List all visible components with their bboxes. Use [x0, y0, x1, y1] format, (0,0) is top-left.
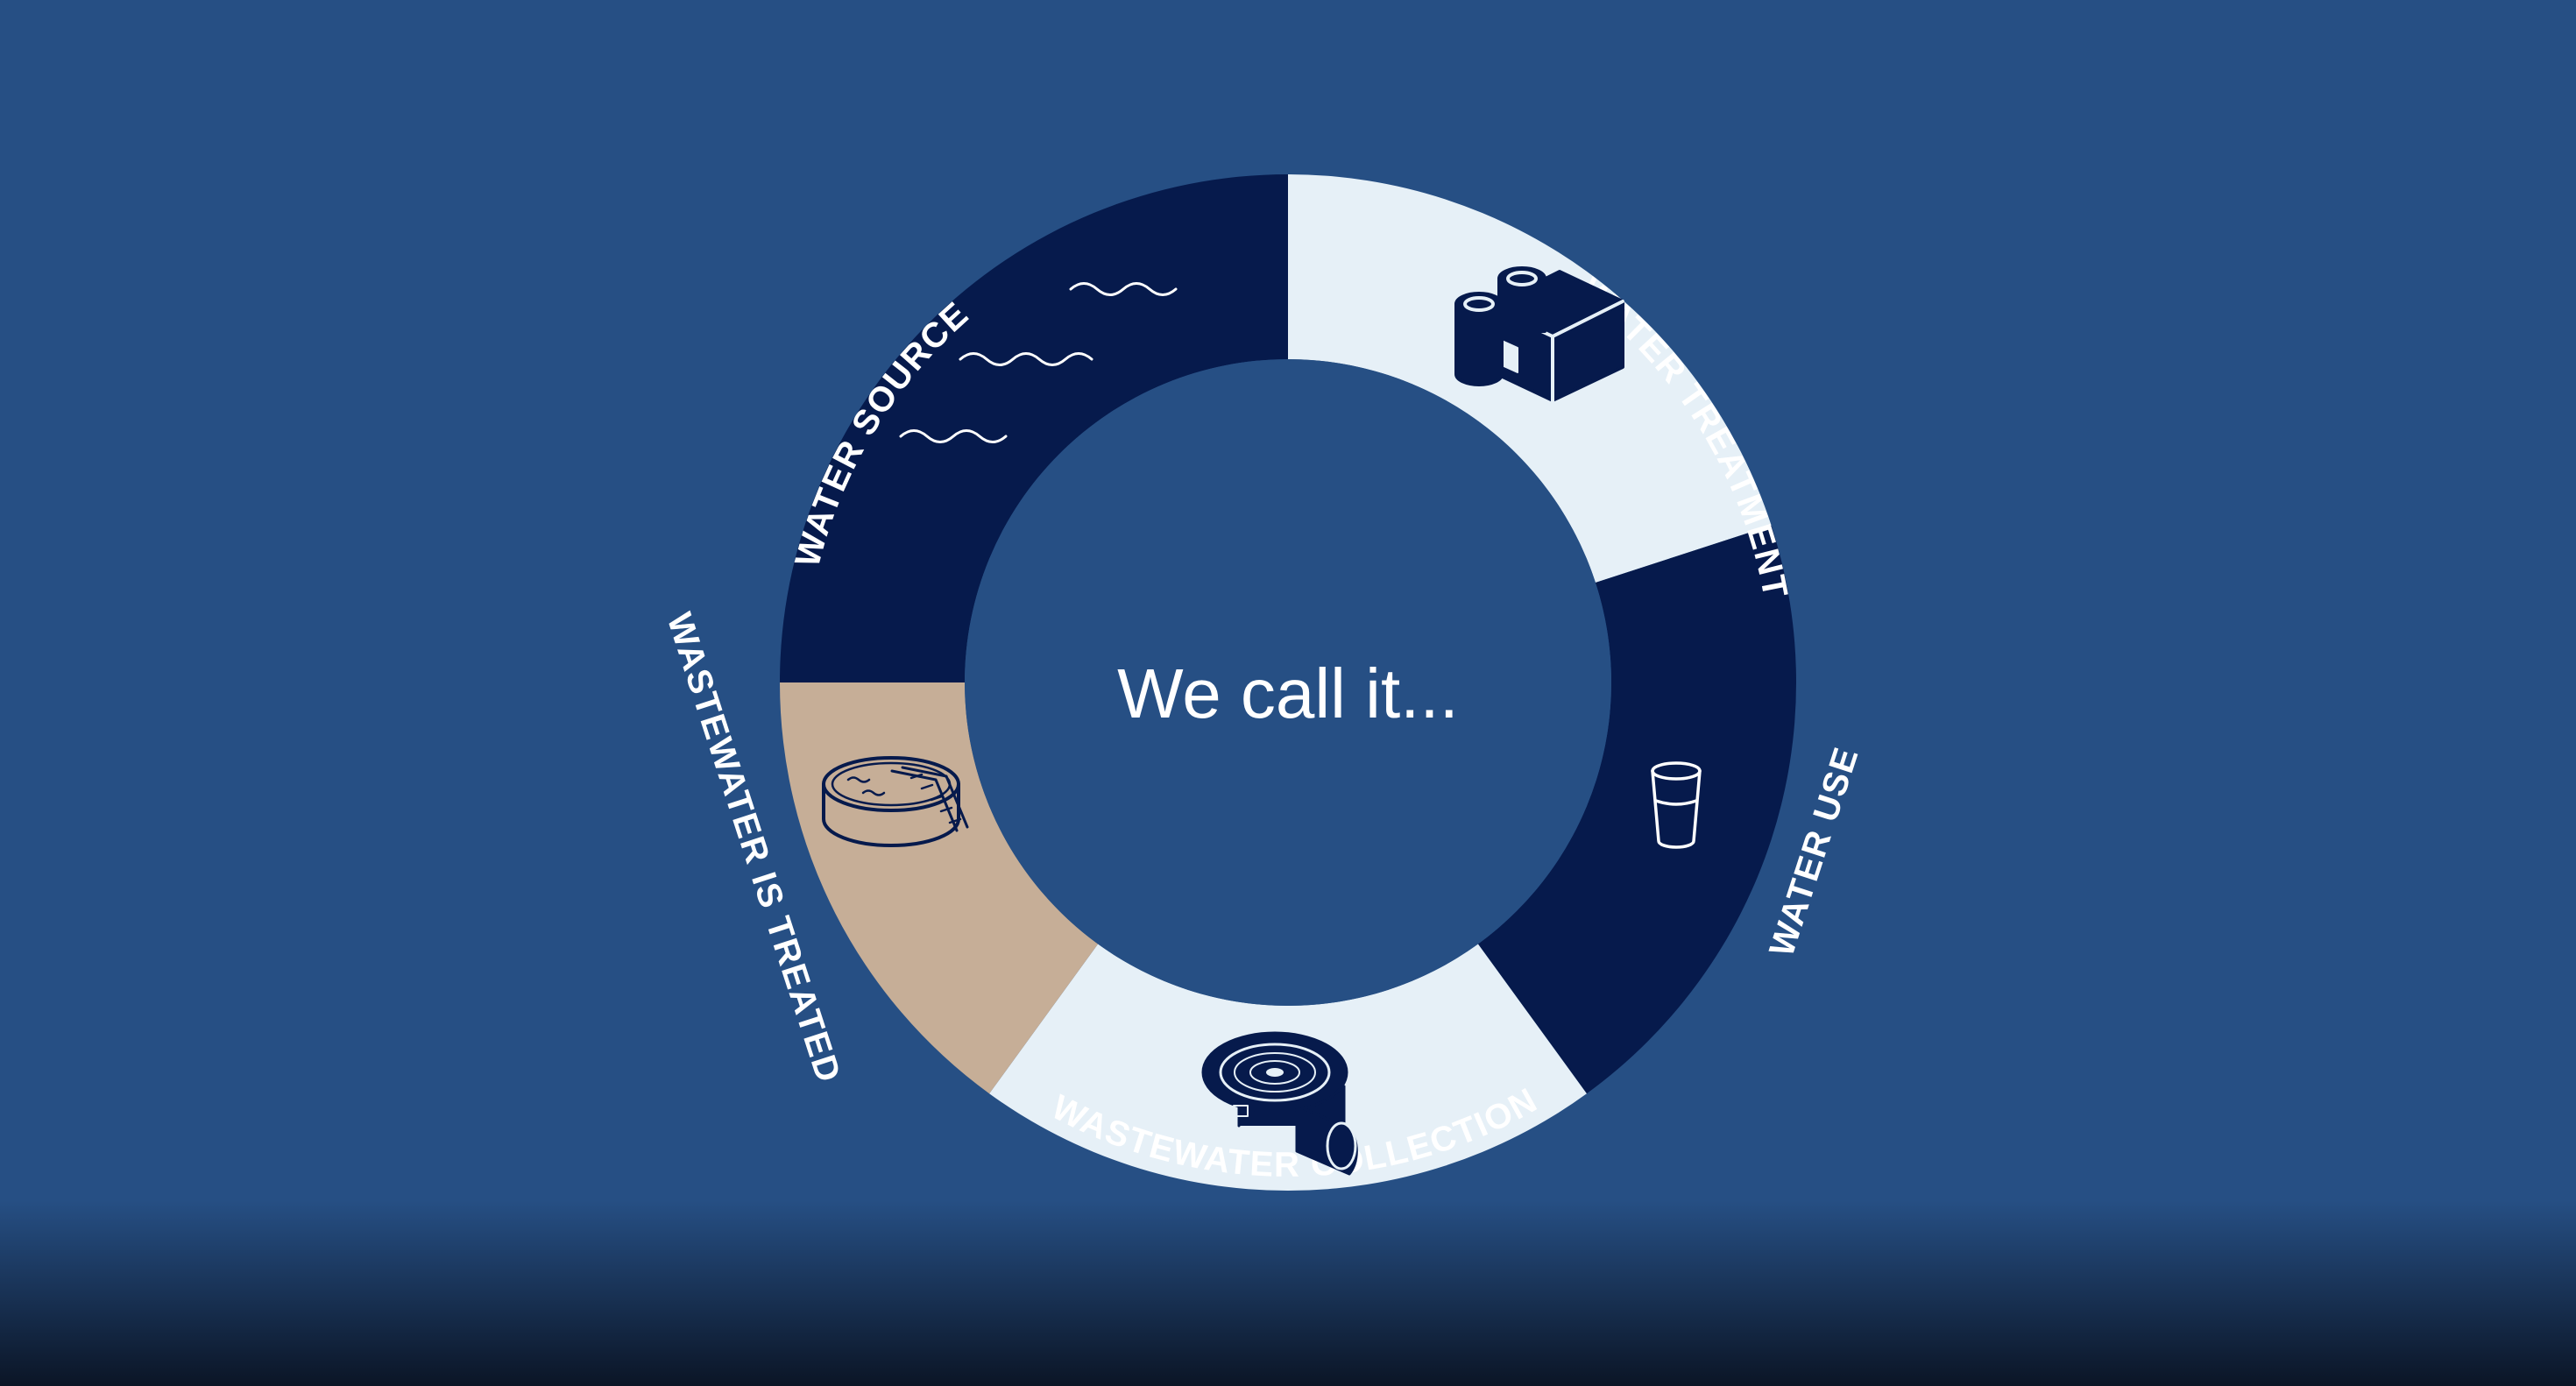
settling-tank-icon: [822, 756, 969, 847]
segment-water-source: [780, 174, 1288, 682]
center-disc: [965, 359, 1611, 1006]
glass-of-water-icon: [1651, 761, 1702, 849]
segment-water-use: [1477, 525, 1796, 1094]
waves-icon: [899, 282, 1178, 443]
drain-pipe-icon: [1201, 1031, 1358, 1176]
treatment-plant-icon: [1454, 266, 1624, 404]
center-text: We call it...: [1117, 654, 1459, 732]
bottom-vignette: [0, 1200, 2576, 1386]
